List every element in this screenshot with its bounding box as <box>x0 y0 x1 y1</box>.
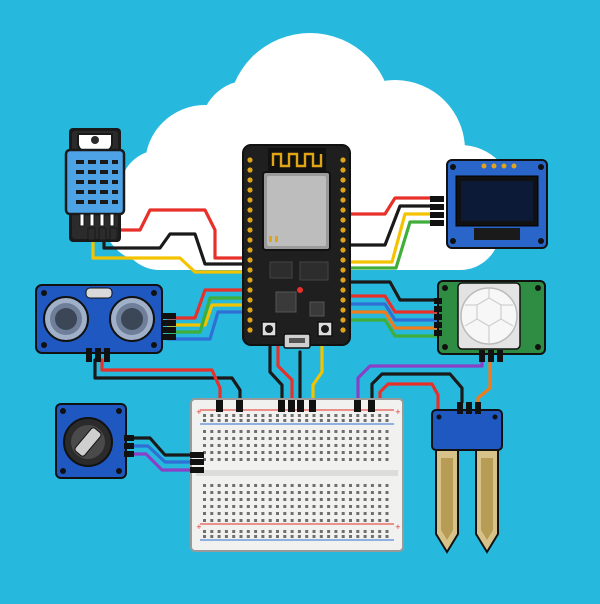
rail-plus-top-left: + <box>196 408 202 416</box>
wire-oled-red <box>348 196 444 216</box>
wire-pir-soil-orange <box>476 348 492 406</box>
wire-us-blue <box>166 310 247 341</box>
wire-oled-yellow <box>348 212 444 264</box>
dht-grille <box>76 160 118 204</box>
wire-us-green <box>166 296 247 334</box>
wire-rot-purple <box>128 452 202 472</box>
breadboard-holes <box>203 414 389 538</box>
oled-display <box>430 159 548 249</box>
breadboard: + + + + <box>190 398 404 552</box>
wire-us-black <box>93 358 242 406</box>
rail-plus-bottom-right: + <box>395 523 401 531</box>
wire-esp-yellow <box>311 342 324 406</box>
breadboard-jumper-ends <box>190 400 375 473</box>
wire-dht-yellow <box>91 238 247 274</box>
esp32-pins-left <box>247 157 253 333</box>
esp32-chip-usb <box>269 261 293 279</box>
wire-dht-black <box>102 232 247 266</box>
esp32-board <box>242 144 351 349</box>
esp32-chip-regulator <box>299 261 329 281</box>
wire-us-red2 <box>100 358 222 406</box>
wire-dht-red <box>110 208 247 260</box>
rotary-encoder <box>55 403 134 479</box>
wire-us-red <box>166 288 247 320</box>
wire-pir-blue <box>348 302 439 322</box>
antenna-icon <box>271 152 323 168</box>
wire-rot-blue <box>128 444 202 464</box>
wires <box>91 196 492 472</box>
wire-esp-red <box>276 342 294 406</box>
wire-pir-red <box>348 294 439 314</box>
wire-oled-black <box>348 204 444 247</box>
rail-plus-bottom-left: + <box>196 523 202 531</box>
wire-bb-red <box>378 382 440 414</box>
wire-esp-black-a <box>268 342 284 406</box>
wire-rot-black <box>128 436 202 457</box>
esp32-chip-main <box>275 291 297 313</box>
wire-us-yellow <box>166 303 247 327</box>
wire-oled-green <box>348 220 444 270</box>
rail-plus-top-right: + <box>395 408 401 416</box>
pir-sensor <box>434 280 546 362</box>
soil-moisture-sensor <box>431 402 503 554</box>
dht-sensor <box>64 128 126 242</box>
ultrasonic-sensor <box>35 284 176 362</box>
wire-pir-orange <box>348 310 439 330</box>
esp32-pins-right <box>340 157 346 333</box>
wire-bb-black <box>370 372 464 406</box>
wire-pir-green <box>348 318 439 338</box>
wire-pir-black <box>348 280 439 302</box>
